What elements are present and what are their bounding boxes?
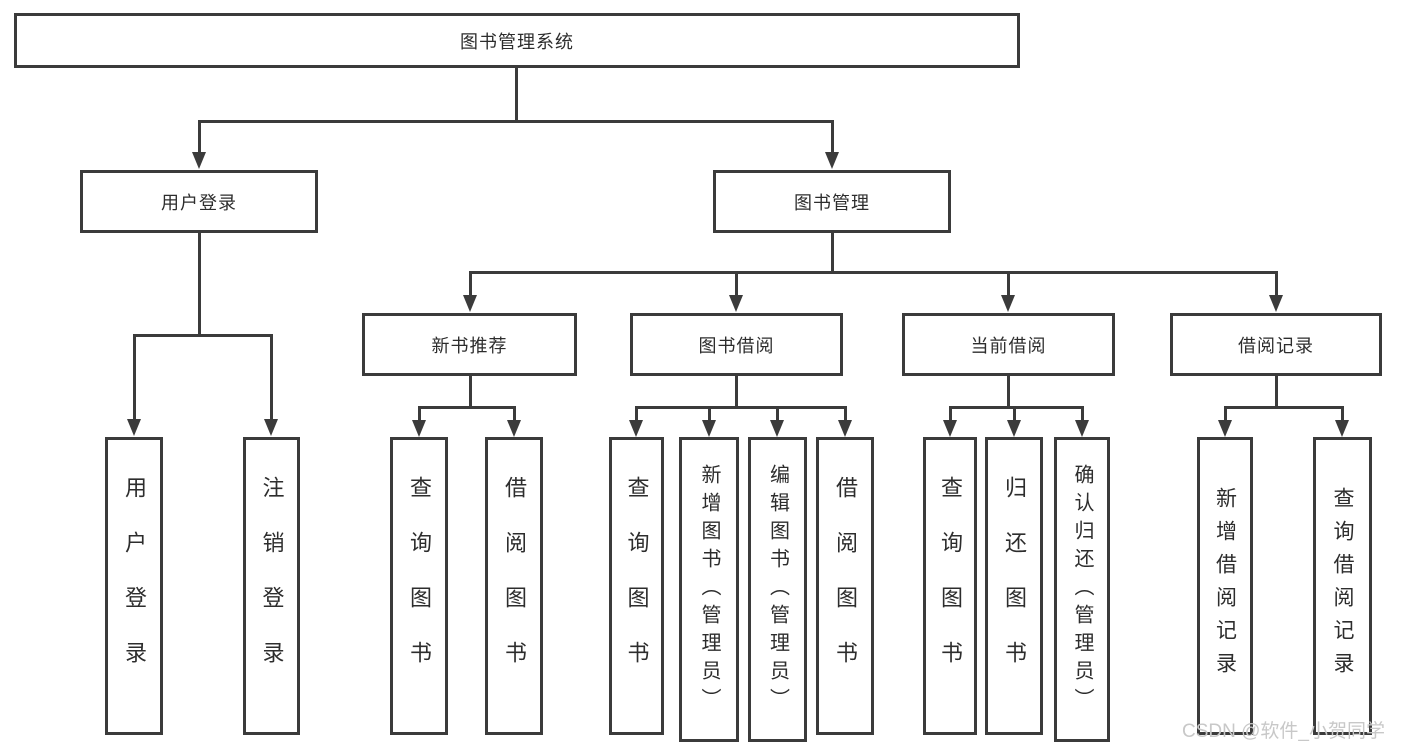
node-confirm-return-admin: 确认归还（管理员）: [1054, 437, 1110, 742]
connector-line: [515, 68, 518, 122]
node-label: 用户登录: [122, 476, 147, 696]
connector-line: [949, 406, 1084, 409]
connector-line: [198, 120, 834, 123]
node-label: 图书借阅: [698, 335, 775, 356]
node-logout: 注销登录: [243, 437, 300, 735]
arrowhead-down: [1269, 295, 1283, 312]
arrowhead-down: [507, 420, 521, 437]
connector-line: [1081, 406, 1084, 422]
arrowhead-down: [1218, 420, 1232, 437]
connector-line: [1275, 376, 1278, 409]
connector-line: [1224, 406, 1344, 409]
node-query-borrow-record: 查询借阅记录: [1313, 437, 1372, 735]
arrowhead-down: [463, 295, 477, 312]
arrowhead-down: [702, 420, 716, 437]
node-book-borrowing: 图书借阅: [630, 313, 843, 376]
node-label: 编辑图书（管理员）: [766, 463, 789, 716]
node-query-books-current: 查询图书: [923, 437, 977, 735]
node-label: 查询图书: [407, 476, 432, 696]
connector-line: [735, 271, 738, 297]
arrowhead-down: [192, 152, 206, 169]
node-label: 新增借阅记录: [1213, 487, 1237, 685]
node-label: 借阅图书: [502, 476, 527, 696]
connector-line: [1007, 376, 1010, 409]
node-label: 借阅图书: [833, 476, 858, 696]
connector-line: [270, 334, 273, 420]
connector-line: [831, 233, 834, 274]
node-label: 查询借阅记录: [1331, 487, 1354, 685]
node-label: 确认归还（管理员）: [1071, 463, 1093, 716]
node-add-borrow-record: 新增借阅记录: [1197, 437, 1253, 735]
arrowhead-down: [127, 419, 141, 436]
connector-line: [708, 406, 711, 422]
arrowhead-down: [1007, 420, 1021, 437]
node-edit-books-admin: 编辑图书（管理员）: [748, 437, 807, 742]
connector-line: [469, 271, 1278, 274]
node-root-book-management-system: 图书管理系统: [14, 13, 1020, 68]
connector-line: [418, 406, 516, 409]
node-new-book-recommend: 新书推荐: [362, 313, 577, 376]
node-label: 查询图书: [624, 476, 650, 696]
connector-line: [469, 376, 472, 409]
arrowhead-down: [943, 420, 957, 437]
node-label: 当前借阅: [970, 335, 1047, 356]
connector-line: [469, 271, 472, 297]
csdn-watermark: CSDN @软件_小贺同学: [1182, 721, 1385, 742]
node-borrow-books: 借阅图书: [816, 437, 874, 735]
connector-line: [831, 120, 834, 154]
arrowhead-down: [1001, 295, 1015, 312]
connector-line: [635, 406, 638, 422]
arrowhead-down: [1335, 420, 1349, 437]
connector-line: [949, 406, 952, 422]
arrowhead-down: [1075, 420, 1089, 437]
node-label: 归还图书: [1002, 476, 1027, 696]
arrowhead-down: [838, 420, 852, 437]
node-label: 用户登录: [161, 192, 237, 213]
connector-line: [418, 406, 421, 422]
node-label: 新书推荐: [431, 335, 508, 356]
node-user-login-branch: 用户登录: [80, 170, 318, 233]
node-borrowing-records: 借阅记录: [1170, 313, 1382, 376]
arrowhead-down: [412, 420, 426, 437]
connector-line: [1007, 271, 1010, 297]
arrowhead-down: [825, 152, 839, 169]
node-label: 新增图书（管理员）: [698, 463, 720, 716]
connector-line: [513, 406, 516, 422]
connector-line: [635, 406, 847, 409]
node-query-books-recommend: 查询图书: [390, 437, 448, 735]
node-label: 图书管理系统: [460, 31, 574, 52]
node-label: 借阅记录: [1238, 335, 1314, 356]
arrowhead-down: [629, 420, 643, 437]
connector-line: [133, 334, 136, 420]
arrowhead-down: [729, 295, 743, 312]
connector-line: [1341, 406, 1344, 422]
node-label: 注销登录: [259, 476, 285, 696]
node-return-books: 归还图书: [985, 437, 1043, 735]
arrowhead-down: [770, 420, 784, 437]
connector-line: [1013, 406, 1016, 422]
connector-line: [844, 406, 847, 422]
connector-line: [776, 406, 779, 422]
connector-line: [198, 120, 201, 154]
arrowhead-down: [264, 419, 278, 436]
connector-line: [1224, 406, 1227, 422]
connector-line: [1275, 271, 1278, 297]
connector-line: [133, 334, 273, 337]
node-current-borrowing: 当前借阅: [902, 313, 1115, 376]
node-add-books-admin: 新增图书（管理员）: [679, 437, 739, 742]
node-label: 查询图书: [938, 476, 963, 696]
node-book-management-branch: 图书管理: [713, 170, 951, 233]
connector-line: [735, 376, 738, 409]
node-borrow-books-recommend: 借阅图书: [485, 437, 543, 735]
node-label: 图书管理: [794, 192, 870, 213]
node-query-books-borrowing: 查询图书: [609, 437, 664, 735]
connector-line: [198, 233, 201, 337]
node-user-login-leaf: 用户登录: [105, 437, 163, 735]
